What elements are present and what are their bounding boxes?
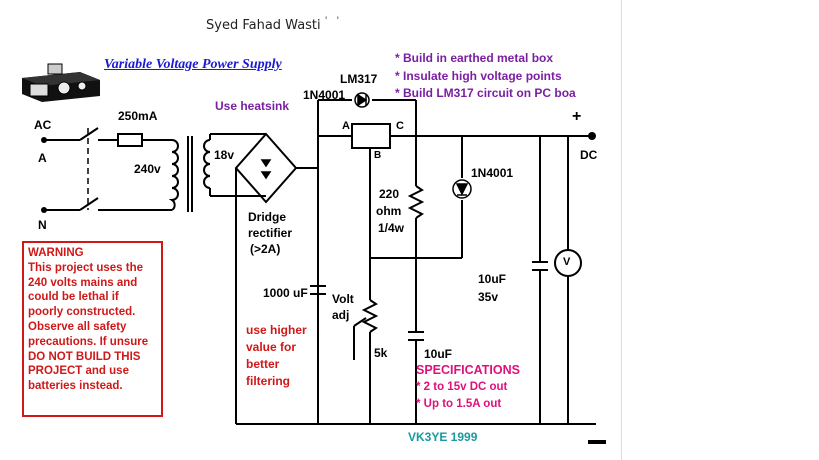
warning-line: poorly constructed. bbox=[28, 306, 136, 319]
page-edge-divider bbox=[621, 0, 622, 460]
label-reg-a: A bbox=[342, 120, 350, 132]
label-cap-out-2: 35v bbox=[478, 290, 499, 304]
label-reg-b: B bbox=[374, 150, 382, 161]
filter-note-line: use higher bbox=[246, 323, 307, 337]
label-pot: 5k bbox=[374, 346, 388, 360]
note-line: * Build LM317 circuit on PC boa bbox=[395, 86, 576, 100]
diagram-title: Variable Voltage Power Supply bbox=[104, 57, 282, 72]
label-bridge: Dridge bbox=[248, 210, 287, 224]
switch-live bbox=[79, 127, 99, 141]
warning-line: This project uses the bbox=[28, 261, 144, 274]
label-plus: + bbox=[572, 108, 582, 125]
output-terminal-positive bbox=[588, 132, 596, 140]
regulator-lm317 bbox=[351, 123, 391, 149]
voltmeter bbox=[554, 249, 582, 277]
label-reg-c: C bbox=[396, 120, 404, 132]
switch-neutral bbox=[79, 197, 99, 211]
label-regulator: LM317 bbox=[340, 72, 378, 86]
label-cap-out: 10uF bbox=[478, 272, 507, 286]
designer-credit: VK3YE 1999 bbox=[408, 430, 478, 444]
label-cap-adj: 10uF bbox=[424, 347, 453, 361]
warning-line: Observe all safety bbox=[28, 320, 127, 333]
warning-line: 240 volts mains and bbox=[28, 276, 138, 289]
label-led-diode: 1N4001 bbox=[471, 166, 514, 180]
label-r220: 220 bbox=[379, 187, 400, 201]
warning-line: batteries instead. bbox=[28, 380, 123, 393]
resistor-220 bbox=[407, 185, 425, 219]
author-marks: ' ' bbox=[325, 14, 342, 28]
label-primary: 240v bbox=[134, 162, 161, 176]
warning-line: could be lethal if bbox=[28, 291, 119, 304]
filter-note-line: better bbox=[246, 357, 280, 371]
label-cap-main: 1000 uF bbox=[263, 286, 308, 300]
filter-note: use higher value for better filtering bbox=[246, 322, 307, 390]
author-name: Syed Fahad Wasti bbox=[206, 18, 321, 33]
filter-note-line: value for bbox=[246, 340, 297, 354]
label-voltmeter: V bbox=[563, 256, 571, 268]
power-supply-illustration bbox=[22, 63, 100, 102]
warning-heading: WARNING bbox=[28, 247, 84, 259]
specs-line: * Up to 1.5A out bbox=[416, 398, 502, 410]
output-terminal-negative bbox=[588, 440, 606, 444]
label-fuse: 250mA bbox=[118, 109, 158, 123]
label-r220-3: 1/4w bbox=[378, 221, 405, 235]
specifications: SPECIFICATIONS * 2 to 15v DC out * Up to… bbox=[416, 362, 520, 413]
label-n: N bbox=[38, 218, 47, 232]
pot-wiper bbox=[353, 317, 367, 327]
filter-note-line: filtering bbox=[246, 374, 290, 388]
label-bridge-2: rectifier bbox=[248, 226, 293, 240]
label-volt-adj: Volt bbox=[332, 292, 354, 306]
label-ac: AC bbox=[34, 118, 52, 132]
fuse bbox=[117, 133, 143, 147]
build-notes: * Build in earthed metal box * Insulate … bbox=[395, 50, 576, 103]
warning-line: PROJECT and use bbox=[28, 365, 129, 378]
label-r220-2: ohm bbox=[376, 204, 402, 218]
specs-heading: SPECIFICATIONS bbox=[416, 363, 520, 377]
warning-line: DO NOT BUILD THIS bbox=[28, 350, 141, 363]
transformer-primary bbox=[168, 139, 179, 211]
circuit-schematic bbox=[41, 92, 606, 444]
note-line: * Build in earthed metal box bbox=[395, 51, 554, 65]
label-bridge-3: (>2A) bbox=[250, 242, 281, 256]
warning-box: WARNING This project uses the 240 volts … bbox=[22, 241, 163, 417]
specs-line: * 2 to 15v DC out bbox=[416, 381, 508, 393]
label-volt-adj-2: adj bbox=[332, 308, 350, 322]
label-secondary: 18v bbox=[214, 148, 235, 162]
label-heatsink: Use heatsink bbox=[215, 99, 290, 113]
label-protect-diode: 1N4001 bbox=[303, 88, 346, 102]
warning-line: precautions. If unsure bbox=[28, 335, 149, 348]
label-dc: DC bbox=[580, 148, 598, 162]
transformer-secondary bbox=[203, 139, 211, 189]
bridge-rectifier bbox=[234, 132, 298, 204]
note-line: * Insulate high voltage points bbox=[395, 68, 562, 83]
volt-adj-pot bbox=[361, 299, 379, 333]
label-a: A bbox=[38, 151, 47, 165]
